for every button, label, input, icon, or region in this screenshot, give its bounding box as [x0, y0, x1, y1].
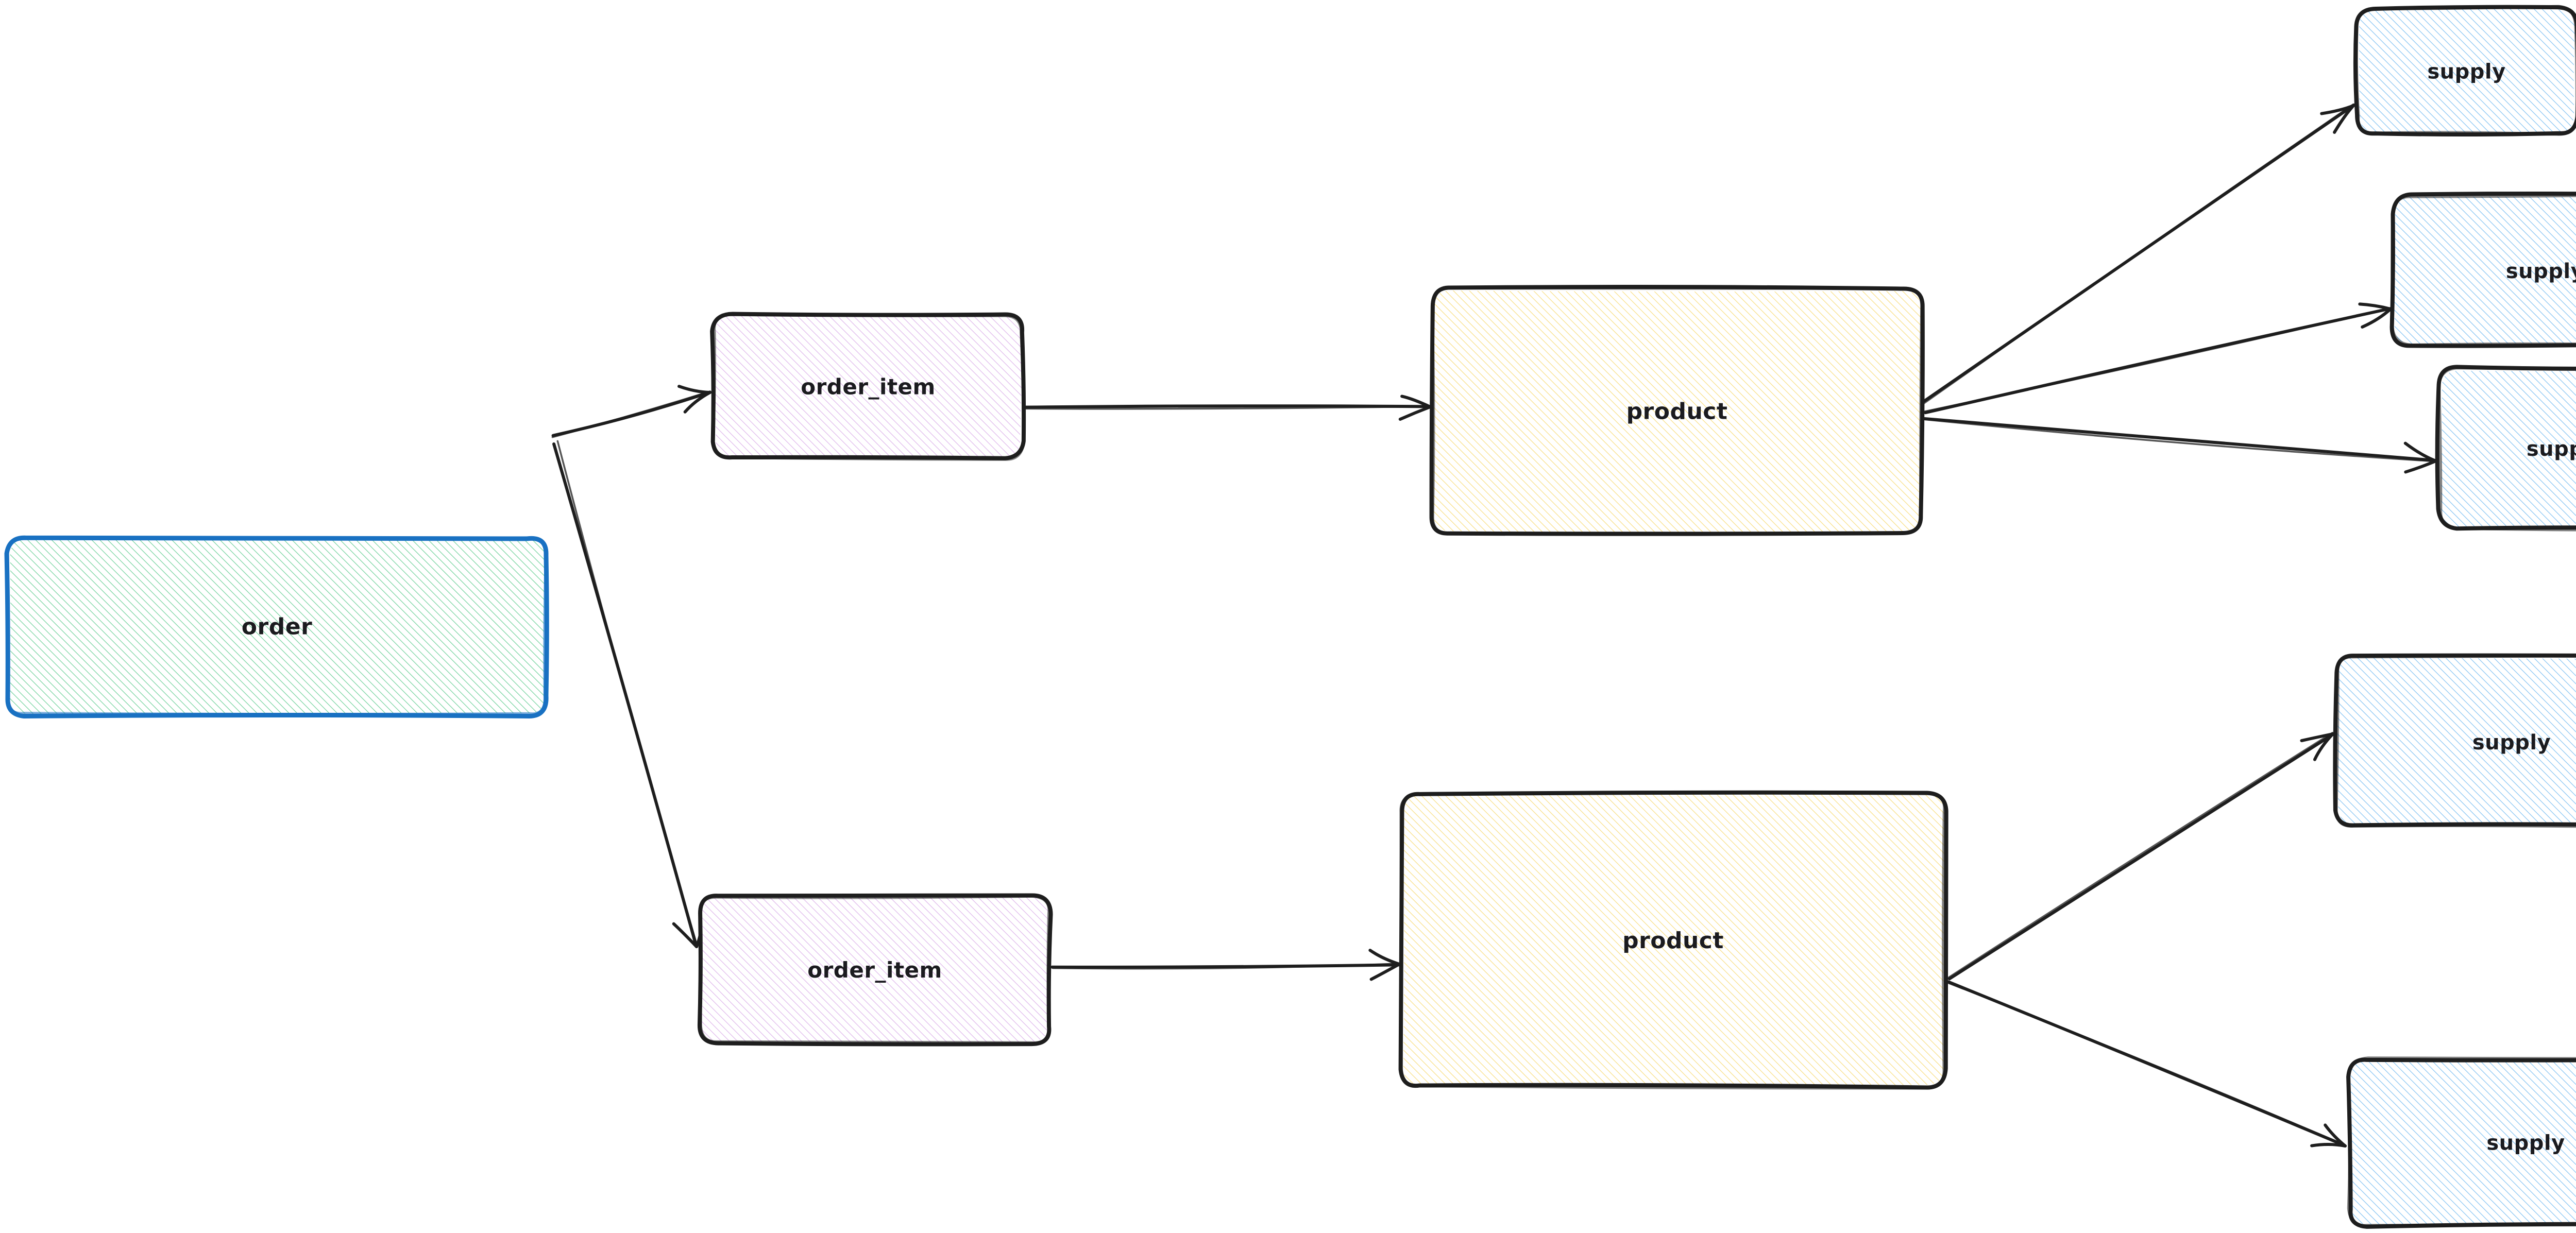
edge-order_item_top-to-product_top[interactable]	[1023, 395, 1432, 421]
node-outline	[2435, 365, 2576, 531]
edge-line	[1023, 405, 1432, 410]
node-outline	[2333, 653, 2576, 828]
node-fill	[1432, 290, 1921, 533]
node-outline	[699, 895, 1050, 1044]
node-supply_4[interactable]: supply	[2333, 653, 2576, 828]
node-outline	[6, 536, 548, 716]
node-label-order_item_bottom: order_item	[807, 957, 942, 983]
node-layer: orderorder_itemorder_itemproductproducts…	[4, 5, 2576, 1229]
node-supply_2[interactable]: supply	[2389, 191, 2576, 348]
node-fill	[1403, 794, 1945, 1086]
arrowhead-icon	[2320, 104, 2355, 134]
node-label-order_item_top: order_item	[801, 374, 936, 400]
arrowhead-icon	[1398, 395, 1432, 421]
edge-product_top-to-supply_3[interactable]	[1922, 417, 2437, 474]
node-fill	[2359, 8, 2575, 133]
edge-line	[1052, 963, 1401, 970]
edge-layer	[551, 103, 2437, 1148]
node-label-supply_1: supply	[2427, 60, 2505, 84]
node-outline	[2347, 1056, 2576, 1227]
node-outline	[2355, 5, 2576, 136]
edge-order-to-order_item_top[interactable]	[551, 385, 712, 438]
node-label-product_top: product	[1626, 399, 1728, 425]
node-fill	[2336, 657, 2576, 827]
edge-product_top-to-supply_2[interactable]	[1922, 302, 2393, 415]
node-label-supply_5: supply	[2486, 1132, 2565, 1155]
edge-line	[1947, 732, 2335, 981]
edge-line	[1945, 981, 2347, 1146]
node-supply_5[interactable]: supply	[2346, 1056, 2576, 1229]
node-label-supply_4: supply	[2472, 731, 2551, 755]
edge-line	[1922, 417, 2437, 463]
node-outline	[2437, 366, 2576, 532]
node-fill	[2350, 1059, 2576, 1225]
node-outline	[1431, 286, 1923, 535]
arrowhead-icon	[677, 385, 711, 414]
node-supply_1[interactable]: supply	[2353, 5, 2576, 136]
edge-line	[556, 440, 699, 948]
node-outline	[2334, 654, 2576, 828]
node-order[interactable]: order	[4, 535, 549, 719]
node-fill	[2441, 371, 2576, 527]
node-supply_3[interactable]: supply	[2435, 365, 2576, 532]
node-outline	[2391, 194, 2576, 347]
edge-line	[1922, 103, 2354, 405]
arrowhead-icon	[2358, 302, 2392, 329]
arrowhead-icon	[2310, 1123, 2347, 1148]
edge-line	[1946, 732, 2334, 980]
arrowhead-icon	[2300, 732, 2334, 761]
edge-line	[1023, 404, 1431, 409]
node-product_top[interactable]: product	[1429, 285, 1925, 536]
node-order_item_bottom[interactable]: order_item	[697, 893, 1053, 1047]
node-fill	[2394, 196, 2576, 345]
node-label-supply_2: supply	[2506, 260, 2576, 283]
node-fill	[700, 897, 1049, 1042]
node-label-product_bottom: product	[1622, 928, 1724, 954]
edge-order-to-order_item_bottom[interactable]	[552, 440, 705, 948]
node-fill	[715, 315, 1022, 457]
edge-line	[1922, 306, 2393, 413]
edge-product_bottom-to-supply_5[interactable]	[1945, 980, 2347, 1148]
arrowhead-icon	[1368, 949, 1401, 981]
node-outline	[711, 313, 1025, 461]
node-fill	[10, 537, 545, 714]
edge-order_item_bottom-to-product_bottom[interactable]	[1050, 949, 1401, 981]
edge-product_top-to-supply_1[interactable]	[1922, 103, 2355, 405]
edge-line	[1922, 418, 2436, 463]
node-order_item_top[interactable]: order_item	[710, 312, 1026, 461]
node-outline	[1399, 791, 1946, 1090]
node-label-order: order	[242, 614, 312, 640]
arrowhead-icon	[2403, 441, 2437, 474]
node-label-supply_3: supply	[2527, 437, 2576, 461]
edge-product_bottom-to-supply_4[interactable]	[1946, 732, 2335, 981]
edge-line	[551, 390, 711, 438]
node-product_bottom[interactable]: product	[1398, 790, 1948, 1090]
